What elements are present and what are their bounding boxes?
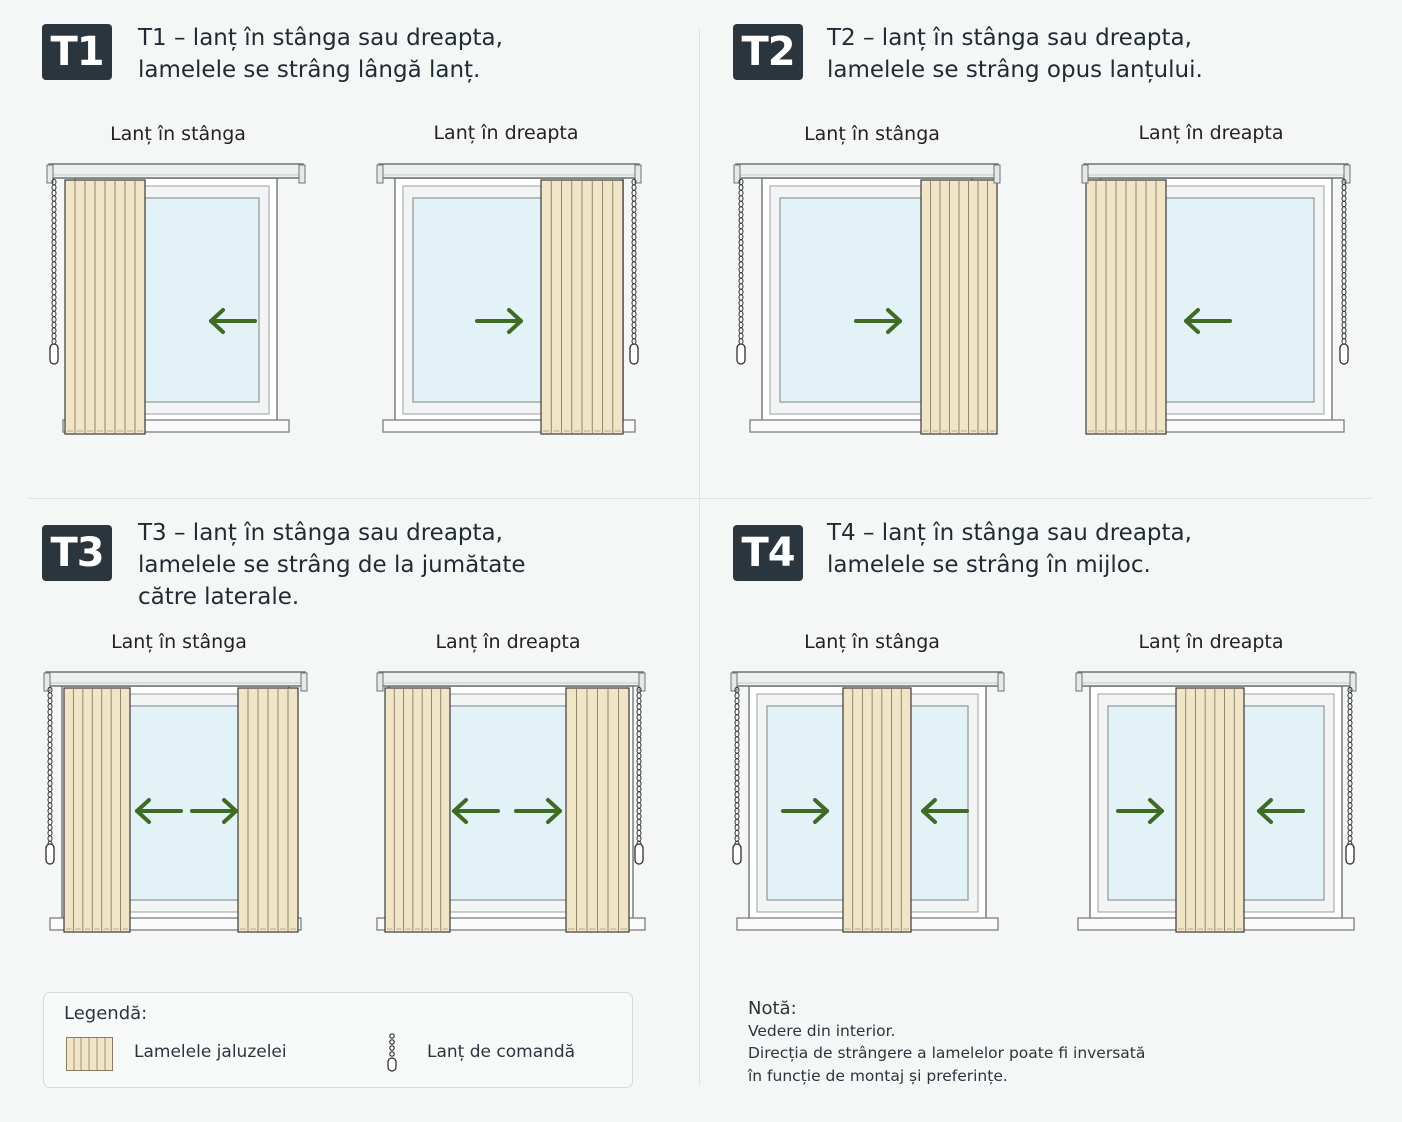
note-line-3: în funcție de montaj și preferințe. (748, 1067, 1008, 1085)
badge-t2: T2 (733, 24, 803, 80)
chain-icon (387, 1033, 397, 1072)
desc-t3-line-1: T3 – lanț în stânga sau dreapta, (138, 520, 503, 546)
arrow-right-icon (1116, 798, 1164, 824)
arrow-right-icon (190, 798, 238, 824)
blind-slats (384, 687, 451, 933)
head-rail (735, 163, 999, 179)
blind-slats (565, 687, 630, 933)
arrow-right-icon (781, 798, 829, 824)
legend-title: Legendă: (64, 1003, 148, 1024)
head-rail (378, 671, 644, 687)
window-t3-chain-left (43, 671, 308, 933)
caption-t3-right: Lanț în dreapta (435, 631, 581, 653)
desc-t4-line-2: lamelele se strâng în mijloc. (827, 552, 1151, 578)
blind-slats (64, 179, 146, 435)
badge-t4: T4 (733, 525, 803, 581)
head-rail (45, 671, 306, 687)
arrow-left-icon (921, 798, 969, 824)
control-chain (634, 686, 644, 865)
legend-slats-label: Lamelele jaluzelei (134, 1042, 287, 1062)
legend-box: Legendă: Lamelele jaluzelei Lanț de coma… (43, 992, 633, 1088)
desc-t1-line-2: lamelele se strâng lângă lanț. (138, 57, 481, 83)
arrow-left-icon (1257, 798, 1305, 824)
head-rail (378, 163, 640, 179)
caption-t1-right: Lanț în dreapta (433, 122, 579, 144)
arrow-left-icon (1184, 308, 1232, 334)
caption-t3-left: Lanț în stânga (111, 631, 247, 653)
blind-slats (842, 687, 912, 933)
control-chain (45, 686, 55, 865)
window-t2-chain-right (1081, 163, 1351, 435)
blind-slats (237, 687, 299, 933)
arrow-right-icon (475, 308, 523, 334)
desc-t1: T1 – lanț în stânga sau dreapta, lamelel… (138, 22, 678, 86)
desc-t2-line-1: T2 – lanț în stânga sau dreapta, (827, 25, 1192, 51)
note-line-2: Direcția de strângere a lamelelor poate … (748, 1044, 1146, 1062)
horizontal-divider (28, 498, 1372, 499)
caption-t2-right: Lanț în dreapta (1138, 122, 1284, 144)
arrow-right-icon (514, 798, 562, 824)
badge-t3: T3 (42, 525, 112, 581)
caption-t1-left: Lanț în stânga (110, 123, 246, 145)
vertical-divider (699, 28, 700, 1086)
blind-slats (920, 179, 998, 435)
window-t4-chain-right (1075, 671, 1357, 933)
head-rail (1077, 671, 1355, 687)
desc-t3-line-2: lamelele se strâng de la jumătate (138, 552, 526, 578)
window-t4-chain-left (730, 671, 1005, 933)
arrow-left-icon (452, 798, 500, 824)
window-t1-chain-right (376, 163, 642, 435)
control-chain (1345, 686, 1355, 865)
head-rail (48, 163, 304, 179)
head-rail (1083, 163, 1349, 179)
control-chain (49, 178, 59, 365)
desc-t2-line-2: lamelele se strâng opus lanțului. (827, 57, 1203, 83)
head-rail (732, 671, 1003, 687)
caption-t4-left: Lanț în stânga (804, 631, 940, 653)
arrow-right-icon (854, 308, 902, 334)
control-chain (736, 178, 746, 365)
control-chain (629, 178, 639, 365)
window-t1-chain-left (46, 163, 306, 435)
blind-slats (1085, 179, 1167, 435)
window-t3-chain-right (376, 671, 646, 933)
caption-t4-right: Lanț în dreapta (1138, 631, 1284, 653)
note-line-1: Vedere din interior. (748, 1022, 896, 1040)
arrow-left-icon (135, 798, 183, 824)
desc-t2: T2 – lanț în stânga sau dreapta, lamelel… (827, 22, 1367, 86)
desc-t3-line-3: către laterale. (138, 584, 300, 610)
control-chain (1339, 178, 1349, 365)
desc-t4: T4 – lanț în stânga sau dreapta, lamelel… (827, 517, 1367, 581)
window-t2-chain-left (733, 163, 1001, 435)
note-title: Notă: (748, 998, 797, 1019)
legend-chain-label: Lanț de comandă (427, 1042, 576, 1062)
desc-t3: T3 – lanț în stânga sau dreapta, lamelel… (138, 517, 678, 613)
caption-t2-left: Lanț în stânga (804, 123, 940, 145)
blind-slats (540, 179, 624, 435)
badge-t1: T1 (42, 24, 112, 80)
desc-t1-line-1: T1 – lanț în stânga sau dreapta, (138, 25, 503, 51)
blind-slats (1175, 687, 1245, 933)
arrow-left-icon (209, 308, 257, 334)
slats-swatch-icon (66, 1037, 113, 1071)
desc-t4-line-1: T4 – lanț în stânga sau dreapta, (827, 520, 1192, 546)
blind-slats (63, 687, 131, 933)
control-chain (732, 686, 742, 865)
